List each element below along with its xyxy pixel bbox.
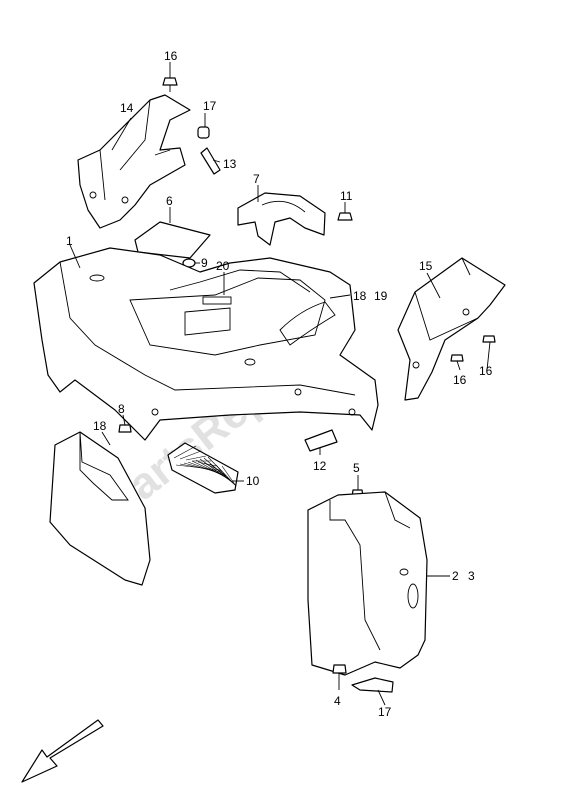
right-side-panel-part-15: [397, 257, 506, 401]
bolt-part-16-top: [162, 77, 178, 92]
strip-part-13: [200, 147, 221, 175]
leader-lines: [69, 62, 491, 706]
bolt-part-11: [337, 212, 353, 221]
callout-labels: 16 14 17 13 7 11 6 1 9 20 15 18 19 16 16…: [66, 49, 493, 719]
callout-15: 15: [419, 259, 433, 273]
callout-17: 17: [378, 705, 392, 719]
callout-7: 7: [253, 172, 260, 186]
callout-5: 5: [353, 461, 360, 475]
left-side-panel-part-14: [77, 94, 191, 229]
callout-20: 18: [353, 289, 367, 303]
callout-21: 19: [374, 289, 388, 303]
cushion-part-19: [197, 126, 210, 139]
front-fender-part-1: [33, 247, 379, 441]
callout-12: 12: [313, 459, 327, 473]
callout-22: 20: [216, 259, 230, 273]
callout-18: 18: [93, 419, 107, 433]
inner-fender-part-2-3: [307, 491, 428, 676]
callout-3: 3: [468, 569, 475, 583]
emblem-part-12: [304, 429, 338, 452]
callout-10: 10: [246, 474, 260, 488]
mesh-part-10: [167, 442, 239, 494]
strip-part-17: [351, 677, 394, 693]
panel-part-6: [134, 221, 211, 259]
callout-16-top: 16: [164, 49, 178, 63]
callout-16-right-a: 16: [453, 373, 467, 387]
callout-11: 11: [340, 189, 353, 203]
mud-guard-part-18: [49, 431, 151, 586]
callout-16-right-b: 16: [479, 364, 493, 378]
front-direction-arrow-icon: [21, 719, 104, 783]
callout-13: 13: [223, 157, 237, 171]
callout-6: 6: [166, 194, 173, 208]
center-cover-part-7: [237, 192, 326, 246]
bolt-part-8: [118, 424, 132, 433]
callout-9: 9: [201, 256, 208, 270]
bolt-part-16-right-a: [450, 354, 464, 362]
callout-19: 17: [203, 99, 217, 113]
callout-4: 4: [334, 694, 341, 708]
bolt-part-16-right-b: [482, 335, 496, 343]
callout-14: 14: [120, 101, 134, 115]
callout-1: 1: [66, 234, 73, 248]
bolt-part-4: [332, 664, 347, 674]
callout-2: 2: [452, 569, 459, 583]
callout-8: 8: [118, 402, 125, 416]
